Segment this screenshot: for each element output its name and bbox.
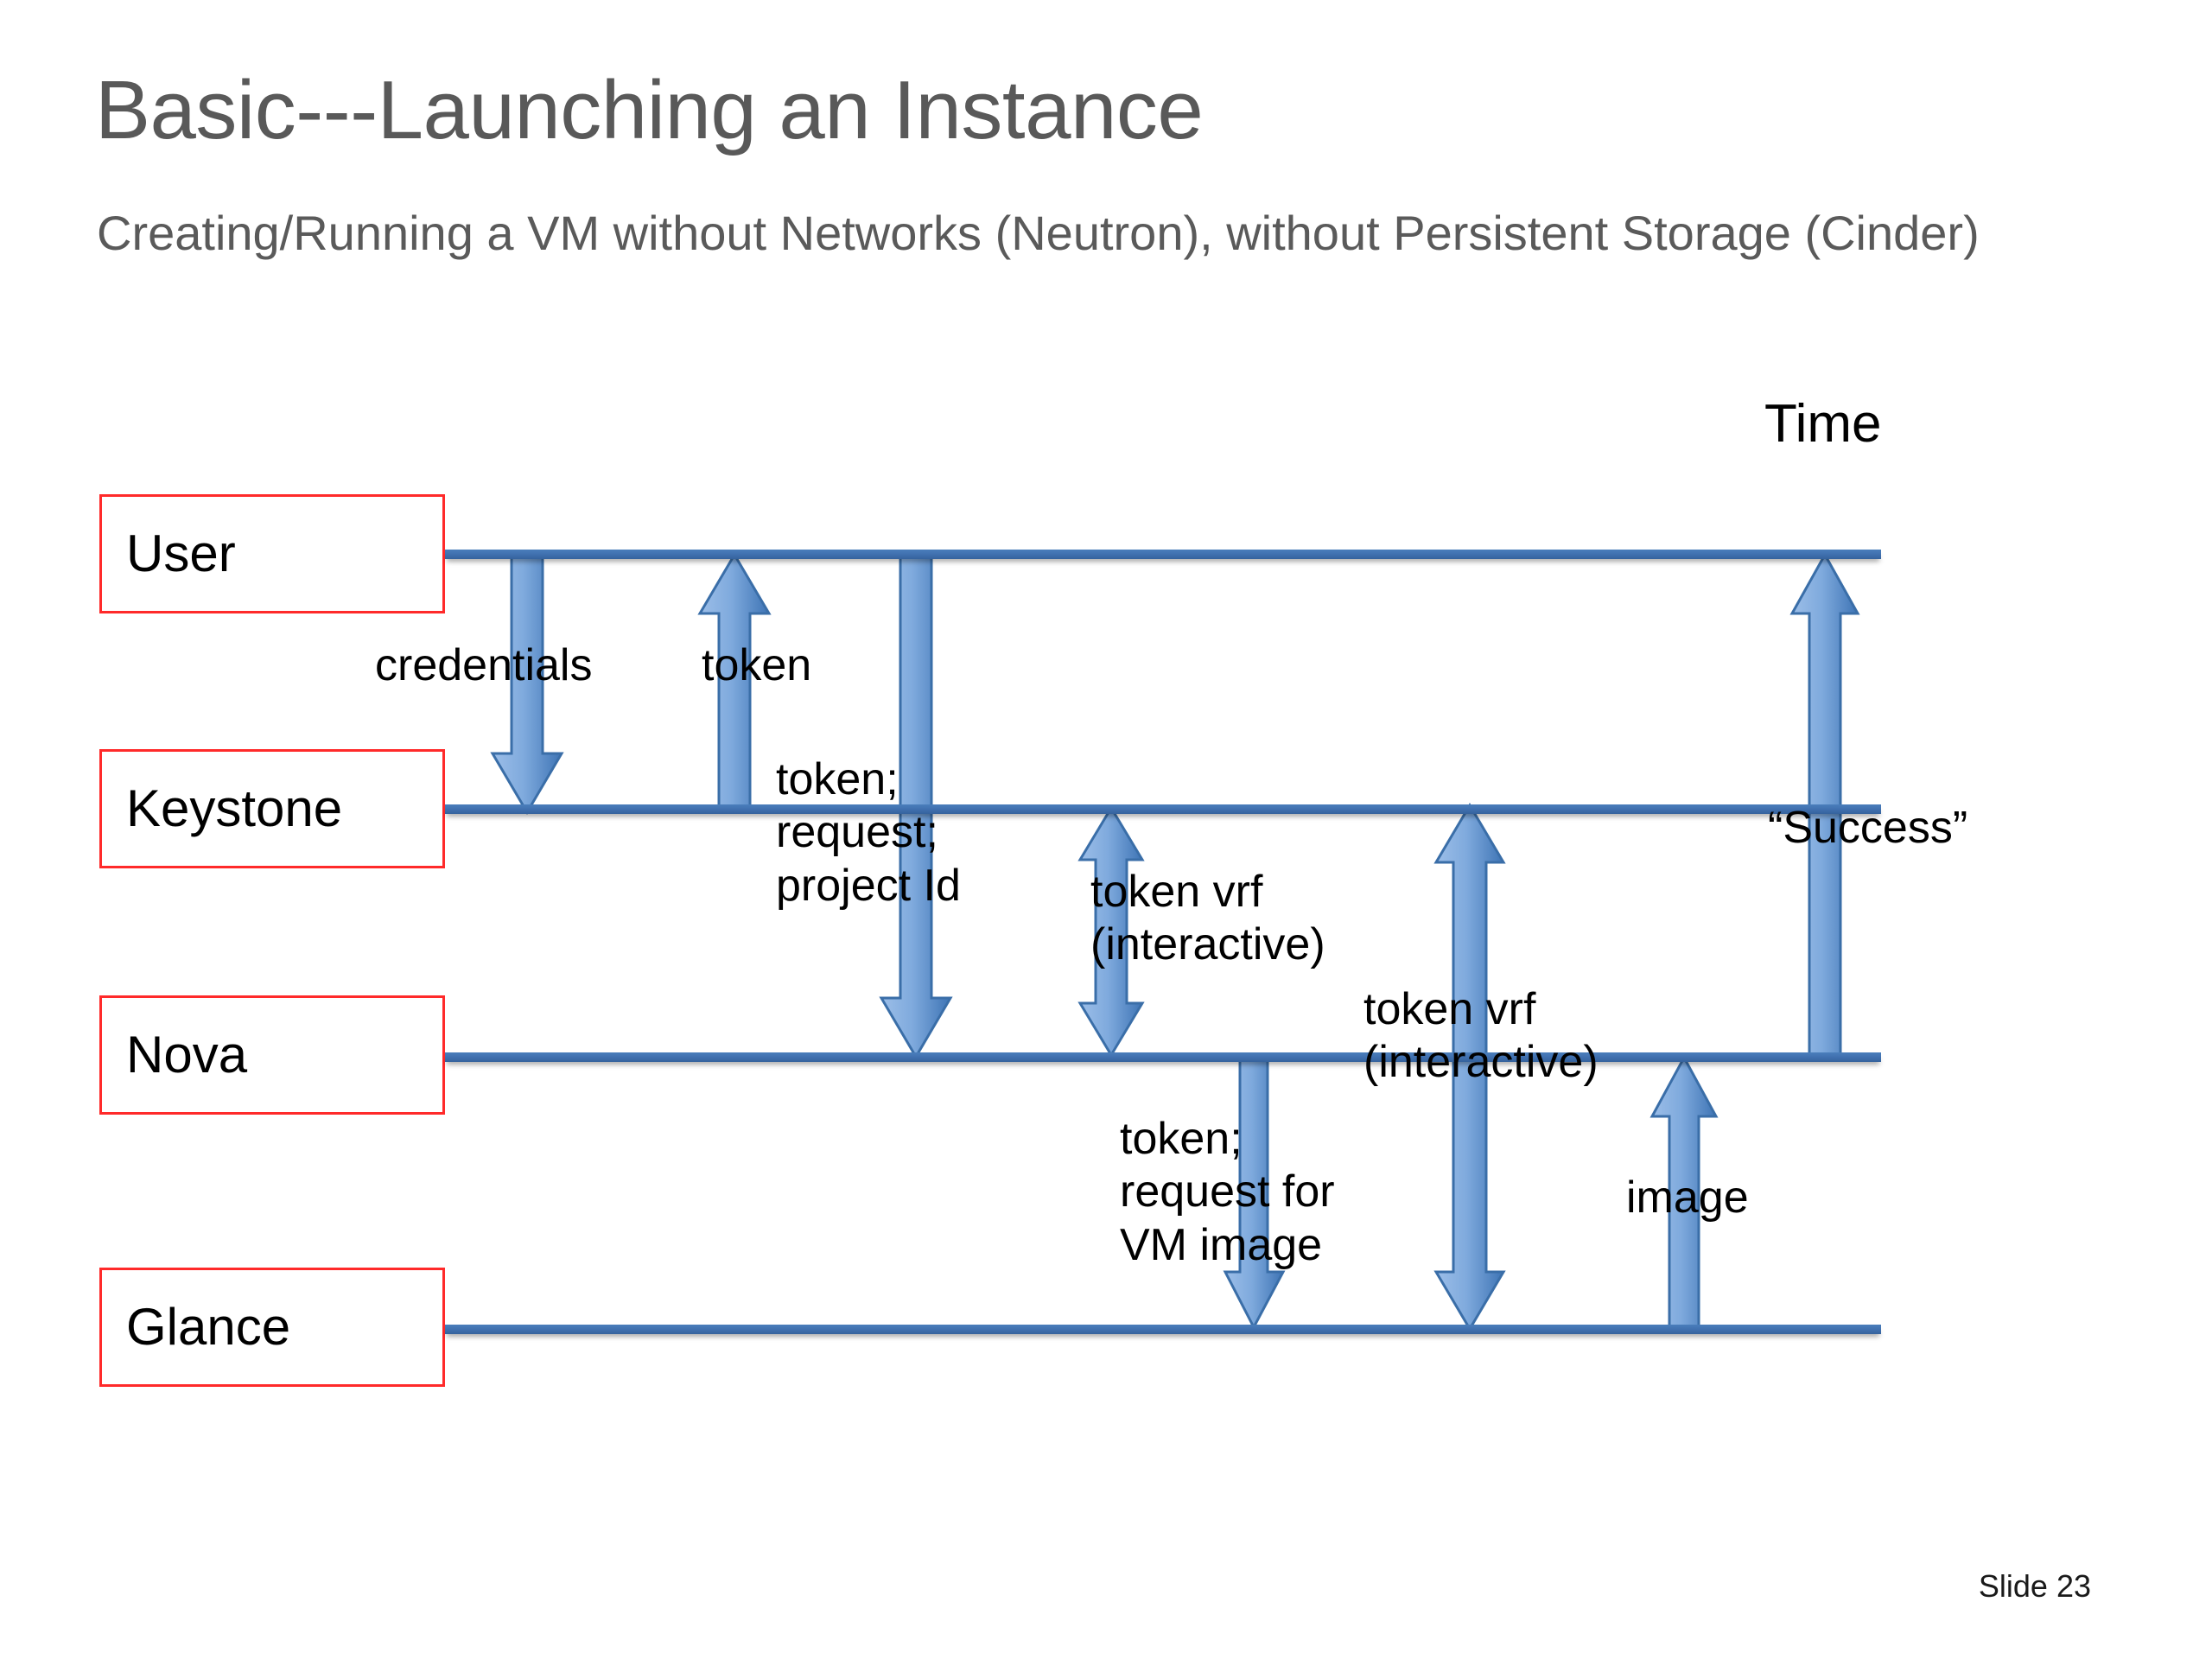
message-label-token: token bbox=[702, 640, 812, 690]
actor-box-glance[interactable]: Glance bbox=[99, 1268, 445, 1387]
actor-box-nova[interactable]: Nova bbox=[99, 995, 445, 1115]
message-label-success: “Success” bbox=[1768, 803, 1968, 853]
slide-number: Slide 23 bbox=[1978, 1568, 2091, 1604]
lifeline-user bbox=[445, 550, 1881, 559]
message-label-image: image bbox=[1626, 1173, 1749, 1223]
actor-label-user: User bbox=[126, 524, 236, 582]
arrow-credentials bbox=[490, 551, 596, 817]
message-label-token-vrf-1: token vrf (interactive) bbox=[1090, 867, 1325, 970]
time-axis-label: Time bbox=[1764, 394, 1882, 454]
actor-box-keystone[interactable]: Keystone bbox=[99, 749, 445, 868]
message-label-vm-image-request: token; request for VM image bbox=[1120, 1114, 1335, 1270]
lifeline-keystone bbox=[445, 804, 1881, 814]
page-title: Basic---Launching an Instance bbox=[95, 64, 1204, 156]
actor-label-nova: Nova bbox=[126, 1026, 248, 1084]
actor-box-user[interactable]: User bbox=[99, 494, 445, 613]
message-label-credentials: credentials bbox=[375, 640, 593, 690]
page-subtitle: Creating/Running a VM without Networks (… bbox=[97, 206, 1980, 260]
arrow-vm-image-request bbox=[1223, 1054, 1320, 1332]
actor-label-glance: Glance bbox=[126, 1298, 291, 1356]
message-label-token-vrf-2: token vrf (interactive) bbox=[1363, 984, 1599, 1088]
message-label-token-request: token; request; project Id bbox=[776, 754, 961, 911]
actor-label-keystone: Keystone bbox=[126, 779, 343, 837]
lifeline-glance bbox=[445, 1325, 1881, 1334]
lifeline-nova bbox=[445, 1052, 1881, 1062]
